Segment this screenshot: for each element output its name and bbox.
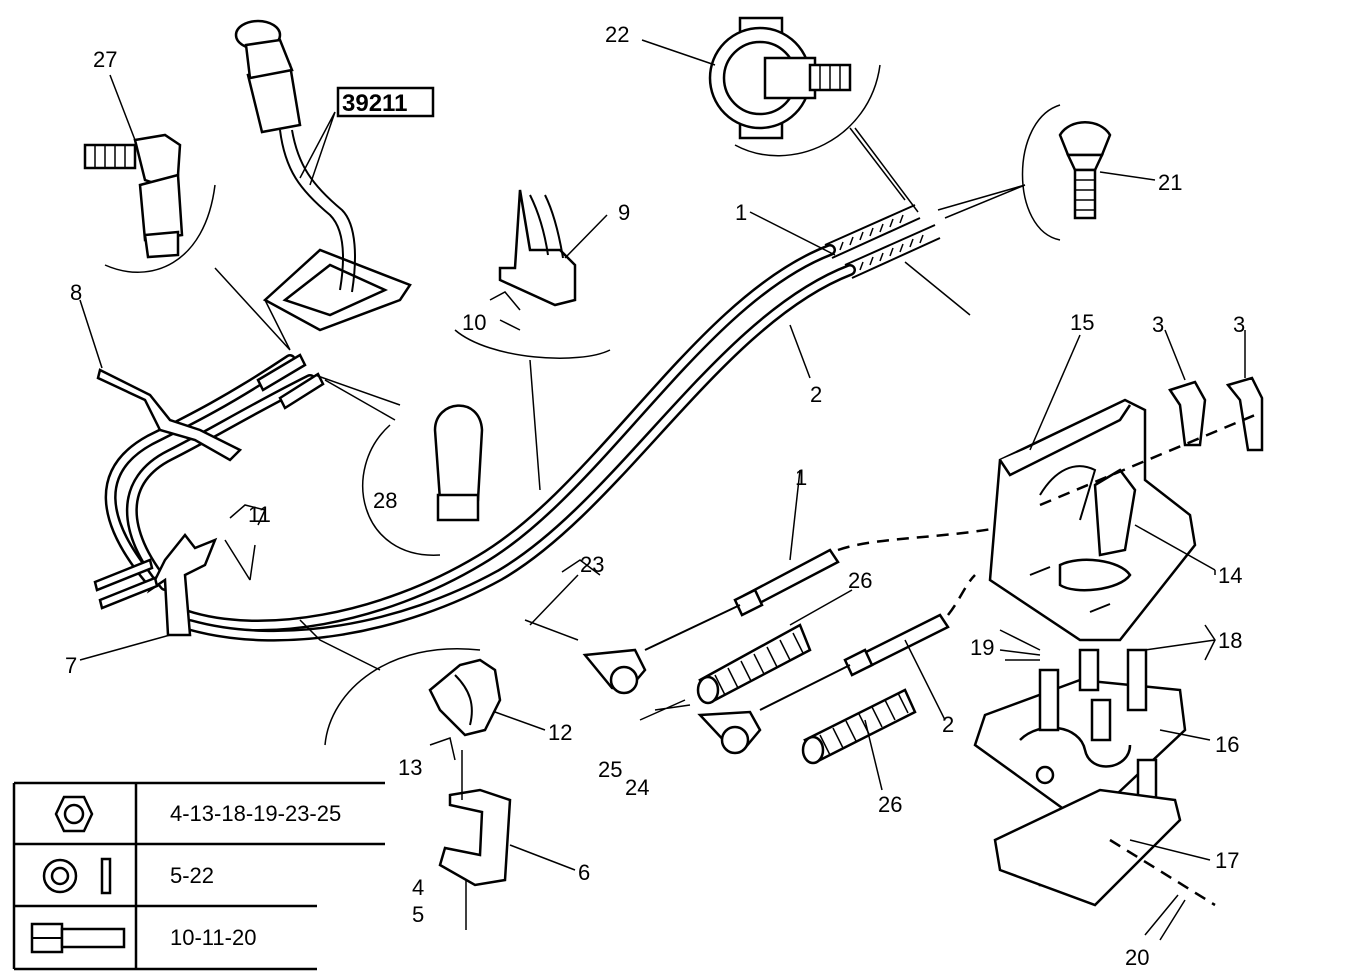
legend-row-washer: 5-22 — [12, 845, 385, 907]
callout-4: 4 — [412, 875, 424, 900]
bracket-part-6 — [438, 788, 512, 887]
legend-nut-parts: 4-13-18-19-23-25 — [170, 801, 342, 826]
clips-part-3 — [1168, 376, 1264, 452]
detail-circle-9 — [454, 329, 611, 359]
bracket-part-8 — [96, 368, 243, 462]
cable-part-2-loose — [697, 613, 950, 755]
detail-circle-27 — [104, 184, 216, 273]
callout-2a: 2 — [810, 382, 822, 407]
callout-16: 16 — [1215, 732, 1239, 757]
callout-10: 10 — [462, 310, 486, 335]
dashed-link-20 — [1109, 838, 1216, 907]
callout-13: 13 — [398, 755, 422, 780]
callout-25: 25 — [598, 757, 622, 782]
cap-part-28 — [433, 404, 484, 522]
cable-part-1-loose — [582, 548, 840, 695]
leader-lines — [79, 39, 1246, 941]
callout-8: 8 — [70, 280, 82, 305]
callout-27: 27 — [93, 47, 117, 72]
legend-washer-parts: 5-22 — [170, 863, 215, 888]
dashed-link-2 — [947, 574, 976, 616]
washer-icon — [12, 845, 136, 907]
callout-23: 23 — [580, 552, 604, 577]
base-plate-part-17 — [993, 788, 1182, 907]
legend-bolt-parts: 10-11-20 — [170, 925, 257, 950]
callout-3b: 3 — [1233, 312, 1245, 337]
callout-6: 6 — [578, 860, 590, 885]
fastener-legend: 4-13-18-19-23-25 5-22 10-11-20 — [12, 781, 385, 971]
ball-joint-part-27 — [83, 133, 184, 259]
callout-3a: 3 — [1152, 312, 1164, 337]
clip-part-9 — [498, 189, 577, 307]
callout-20: 20 — [1125, 945, 1149, 970]
callout-12: 12 — [548, 720, 572, 745]
callout-numbers: 1 1 2 2 3 3 4 5 6 7 8 9 10 11 12 13 14 1… — [65, 22, 1245, 970]
callout-1b: 1 — [795, 465, 807, 490]
callout-28: 28 — [373, 488, 397, 513]
detail-circle-21 — [1021, 104, 1061, 241]
detail-circle-28 — [362, 424, 441, 556]
bolt-icon — [12, 907, 136, 969]
reference-box — [336, 86, 435, 118]
callout-1a: 1 — [735, 200, 747, 225]
reference-box-number: 39211 — [342, 90, 407, 117]
callout-18: 18 — [1218, 628, 1242, 653]
callout-14: 14 — [1218, 563, 1242, 588]
callout-17: 17 — [1215, 848, 1239, 873]
detail-circle-22 — [734, 64, 881, 157]
boot-part-26-upper — [696, 623, 812, 705]
detail-circle-12 — [324, 648, 481, 746]
callout-5: 5 — [412, 902, 424, 927]
cable-bundle — [104, 244, 856, 642]
legend-grid — [12, 781, 385, 971]
hex-nut-icon — [12, 783, 136, 845]
legend-row-nut: 4-13-18-19-23-25 — [12, 783, 385, 845]
callout-15: 15 — [1070, 310, 1094, 335]
grommet-part-22 — [708, 16, 852, 140]
callout-26a: 26 — [848, 568, 872, 593]
callout-11: 11 — [248, 502, 271, 527]
mount-plate-part-15 — [988, 398, 1197, 642]
callout-24: 24 — [625, 775, 649, 800]
knob-part-21 — [1058, 121, 1112, 220]
callout-2b: 2 — [942, 712, 954, 737]
callout-26b: 26 — [878, 792, 902, 817]
boot-part-26-lower — [801, 688, 917, 765]
shift-lever — [234, 19, 412, 332]
callout-9: 9 — [618, 200, 630, 225]
callout-22: 22 — [605, 22, 629, 47]
callout-7: 7 — [65, 653, 77, 678]
clamp-part-12 — [428, 658, 502, 737]
cable-end-springs — [256, 204, 941, 410]
legend-row-bolt: 10-11-20 — [12, 907, 385, 969]
bracket-part-7 — [93, 532, 218, 637]
callout-21: 21 — [1158, 170, 1182, 195]
springs-part-18-19 — [1038, 648, 1158, 887]
callout-19: 19 — [970, 635, 994, 660]
